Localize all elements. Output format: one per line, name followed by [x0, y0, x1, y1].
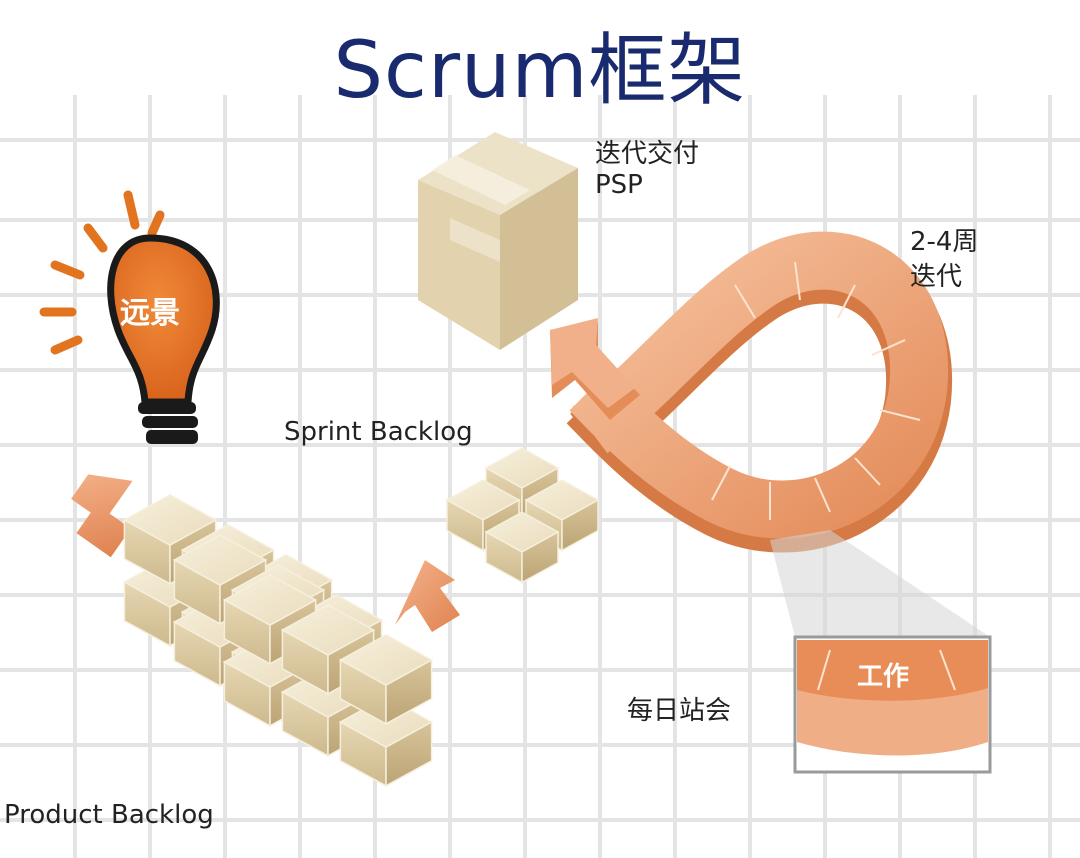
- vision-lightbulb-icon: [39, 190, 220, 444]
- arrow-vision-to-backlog: [71, 474, 133, 558]
- sprint-backlog-cubes: [445, 447, 600, 584]
- product-backlog-label: Product Backlog: [4, 800, 214, 830]
- delivery-box-icon: [418, 132, 578, 350]
- work-zoom-box: [793, 635, 992, 774]
- sprint-backlog-cube: [484, 511, 560, 584]
- iteration-loop: [550, 231, 953, 553]
- daily-standup-label: 每日站会: [627, 696, 732, 726]
- product-backlog-cube: [338, 634, 434, 726]
- arrow-product-to-sprint: [395, 560, 460, 632]
- iteration-label-line2: 迭代: [910, 262, 963, 292]
- sprint-backlog-label: Sprint Backlog: [284, 417, 473, 447]
- delivery-label-line2: PSP: [595, 170, 643, 200]
- vision-label: 远景: [120, 296, 180, 331]
- page-title: Scrum框架: [333, 26, 747, 116]
- product-backlog-cubes: [122, 494, 434, 788]
- iteration-label-line1: 2-4周: [910, 227, 979, 257]
- delivery-label-line1: 迭代交付: [595, 139, 700, 169]
- zoom-projection: [770, 530, 990, 637]
- work-label: 工作: [857, 662, 910, 692]
